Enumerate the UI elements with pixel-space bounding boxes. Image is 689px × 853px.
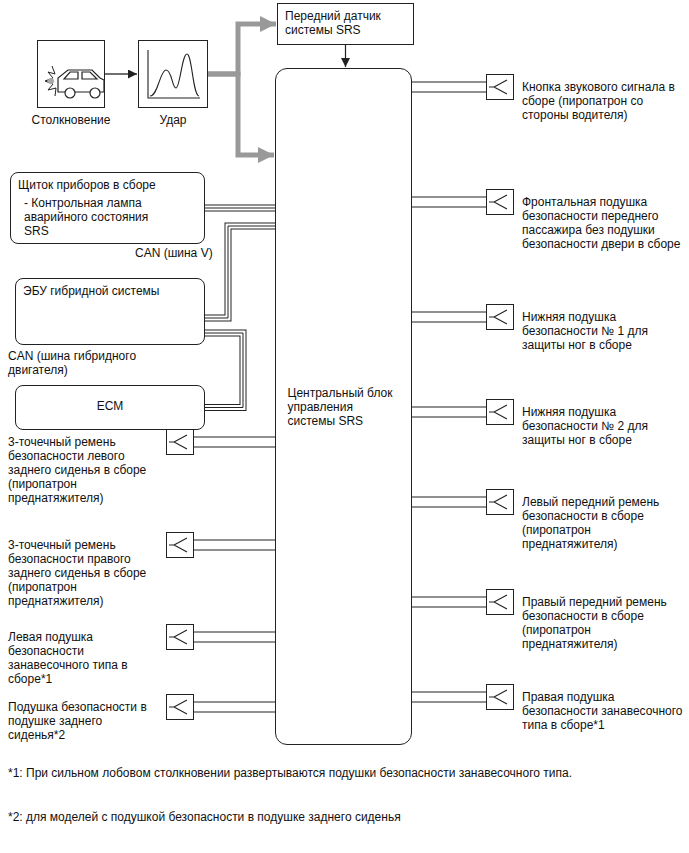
squib-symbol [486, 589, 514, 615]
illustration-box: Удар [138, 40, 208, 108]
squib-symbol [486, 399, 514, 425]
squib-label: Нижняя подушка безопасности № 2 для защи… [522, 405, 684, 447]
text-wrap: Центральный блок управления системы SRS [288, 386, 400, 428]
squib-wire [412, 597, 486, 607]
squib-symbol [166, 532, 194, 558]
squib-mark [487, 590, 513, 614]
impact-graph [148, 50, 200, 98]
squib-item: Подушка безопасности в подушке заднего с… [8, 700, 194, 742]
squib-mark [487, 400, 513, 424]
signal-arrow [345, 45, 346, 67]
squib-symbol [166, 694, 194, 720]
bus-line [205, 226, 275, 318]
squib-label: Подушка безопасности в подушке заднего с… [8, 700, 158, 742]
squib-item: Нижняя подушка безопасности № 1 для защи… [486, 310, 684, 352]
squib-wire [194, 540, 275, 550]
squib-symbol [166, 429, 194, 455]
squib-mark [487, 685, 513, 709]
impact-arrow [208, 24, 276, 74]
bus-line [205, 205, 275, 212]
squib-item: Кнопка звукового сигнала в сборе (пиропа… [486, 80, 684, 122]
bus-line [205, 208, 275, 209]
squib-label: Фронтальная подушка безопасности передне… [522, 195, 684, 251]
unit-name: Щиток приборов в сборе [18, 178, 197, 192]
can-bus [205, 226, 275, 318]
squib-item: Правая подушка безопасности занавесочног… [486, 690, 684, 732]
squib-label: Левая подушка безопасности занавесочного… [8, 630, 158, 686]
squib-symbol [486, 74, 514, 100]
bus-line [205, 226, 275, 318]
bus-label: CAN (шина V) [135, 246, 213, 260]
control-unit: Центральный блок управления системы SRS [275, 68, 412, 745]
unit-name: ЭБУ гибридной системы [23, 284, 197, 298]
squib-wire [194, 437, 275, 447]
flow-arrow [105, 73, 137, 74]
footnote: *1: При сильном лобовом столкновении раз… [8, 766, 588, 780]
squib-symbol [486, 189, 514, 215]
squib-wire [412, 497, 486, 507]
squib-item: Фронтальная подушка безопасности передне… [486, 195, 684, 251]
squib-mark [167, 430, 193, 454]
unit-name: ECM [23, 399, 197, 413]
crash-illustration [45, 66, 104, 98]
can-bus [205, 208, 275, 209]
squib-label: 3-точечный ремень безопасности правого з… [8, 538, 158, 608]
squib-wire [194, 632, 275, 642]
squib-label: Нижняя подушка безопасности № 1 для защи… [522, 310, 684, 352]
bus-line [205, 333, 243, 408]
squib-wire [412, 312, 486, 322]
squib-wire [412, 197, 486, 207]
squib-label: 3-точечный ремень безопасности левого за… [8, 435, 158, 505]
squib-wire [412, 82, 486, 92]
unit-name: Центральный блок управления системы SRS [288, 386, 400, 428]
unit-box: Передний датчик системы SRS [277, 3, 414, 45]
unit-box: Щиток приборов в сборе - Контрольная ламп… [10, 172, 205, 244]
squib-mark [167, 533, 193, 557]
unit-detail: - Контрольная лампа аварийного состояния… [18, 196, 154, 238]
squib-symbol [486, 304, 514, 330]
squib-item: 3-точечный ремень безопасности правого з… [8, 538, 194, 608]
squib-symbol [486, 684, 514, 710]
illustration-box: Столкновение [37, 40, 105, 108]
squib-label: Кнопка звукового сигнала в сборе (пиропа… [522, 80, 684, 122]
squib-item: Левая подушка безопасности занавесочного… [8, 630, 194, 686]
unit-name: Передний датчик системы SRS [285, 9, 406, 37]
squib-mark [487, 490, 513, 514]
squib-wire [412, 692, 486, 702]
squib-label: Правая подушка безопасности занавесочног… [522, 690, 684, 732]
squib-symbol [166, 624, 194, 650]
squib-item: 3-точечный ремень безопасности левого за… [8, 435, 194, 505]
bus-line [205, 206, 275, 211]
bus-line [205, 333, 243, 408]
unit-box: ECM [15, 385, 205, 430]
caption-text: Удар [159, 113, 186, 127]
squib-wire [412, 407, 486, 417]
can-bus [205, 333, 243, 408]
squib-mark [487, 305, 513, 329]
bus-label: CAN (шина гибридного двигателя) [8, 349, 158, 377]
bus-line [205, 333, 243, 408]
squib-wire [194, 702, 275, 712]
squib-item: Левый передний ремень безопасности в сбо… [486, 495, 684, 551]
squib-symbol [486, 489, 514, 515]
footnote: *2: для моделей с подушкой безопасности … [8, 810, 668, 824]
squib-mark [487, 190, 513, 214]
caption-text: Столкновение [32, 113, 111, 127]
bus-line [205, 226, 275, 318]
squib-label: Правый передний ремень безопасности в сб… [522, 595, 684, 651]
unit-box: ЭБУ гибридной системы [15, 278, 205, 345]
squib-mark [487, 75, 513, 99]
squib-label: Левый передний ремень безопасности в сбо… [522, 495, 684, 551]
impact-arrow [208, 74, 274, 155]
squib-item: Правый передний ремень безопасности в сб… [486, 595, 684, 651]
squib-item: Нижняя подушка безопасности № 2 для защи… [486, 405, 684, 447]
squib-mark [167, 625, 193, 649]
squib-mark [167, 695, 193, 719]
